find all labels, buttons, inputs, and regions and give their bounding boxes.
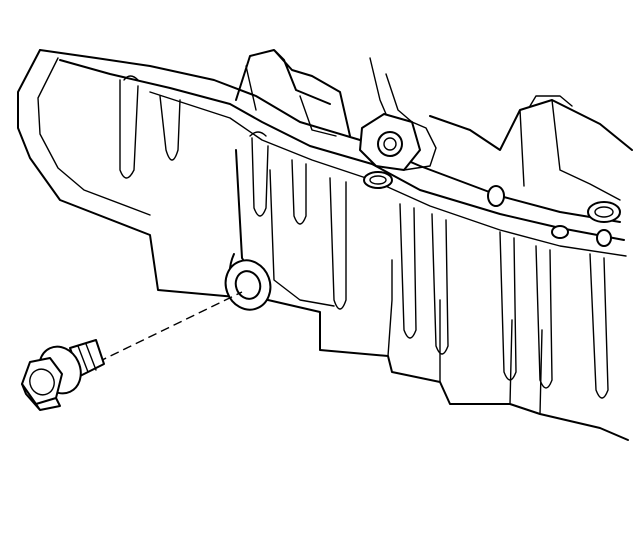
oil-pan-flange-edge bbox=[59, 59, 625, 241]
oil-pan-rib-3 bbox=[251, 137, 269, 217]
oil-pan-left-inner bbox=[37, 57, 151, 216]
engine-block-upper-inner bbox=[245, 65, 337, 137]
oil-pan-rib-9 bbox=[535, 245, 553, 389]
engine-block-right-inner bbox=[519, 95, 621, 201]
oil-pan-rib-6 bbox=[399, 203, 417, 339]
oil-pan-rib-5 bbox=[329, 177, 347, 310]
oil-pan-bolt-1 bbox=[123, 75, 139, 81]
engine-block-upper bbox=[235, 49, 351, 137]
oil-pan-rib-10 bbox=[589, 253, 609, 399]
oil-pan-rib-8 bbox=[499, 231, 517, 381]
engine-block-right bbox=[429, 99, 633, 151]
oil-pan-lower-step bbox=[387, 259, 543, 415]
oil-pan-rib-2 bbox=[159, 95, 181, 161]
oil-pan-rib-1 bbox=[119, 79, 139, 179]
oil-pan bbox=[17, 49, 633, 441]
oil-level-sensor bbox=[359, 57, 437, 171]
oil-pan-rib-4 bbox=[291, 159, 307, 225]
hex-flange-bolt-icon bbox=[21, 339, 105, 411]
washer-ring-icon bbox=[224, 259, 272, 311]
flange-bolt-bosses bbox=[363, 171, 621, 247]
oil-pan-rib-7 bbox=[431, 213, 449, 355]
oil-pan-center-inner bbox=[269, 169, 335, 307]
installation-path-line bbox=[97, 291, 243, 363]
oil-pan-bolt-2 bbox=[249, 131, 267, 137]
oil-pan-left-wall bbox=[17, 49, 237, 298]
oil-pan-flange-top bbox=[39, 49, 621, 223]
